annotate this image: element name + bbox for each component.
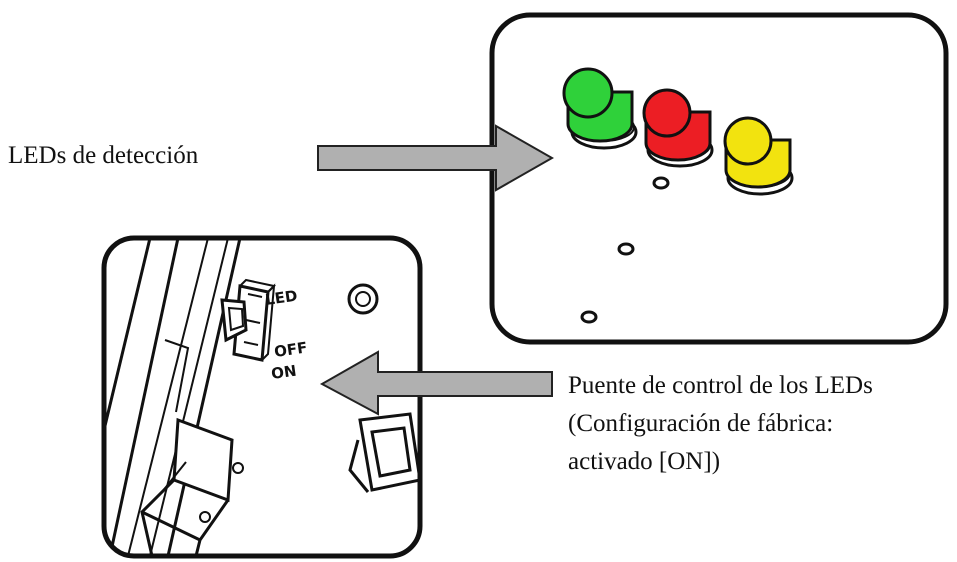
red-led bbox=[642, 88, 714, 168]
switch bbox=[140, 417, 244, 556]
green-led bbox=[562, 67, 638, 150]
jumper-panel: LED OFF ON bbox=[101, 235, 423, 559]
connector bbox=[348, 412, 420, 493]
arrow-to-leds bbox=[317, 124, 555, 192]
led-jumper bbox=[220, 278, 277, 362]
screw-hole bbox=[347, 283, 379, 315]
jumper-label-line2: (Configuración de fábrica: bbox=[568, 410, 834, 437]
jumper-marking-on: ON bbox=[270, 362, 298, 383]
yellow-led bbox=[723, 116, 794, 196]
jumper-label-line3: activado [ON]) bbox=[568, 448, 721, 475]
led-panel bbox=[489, 12, 949, 345]
panel-holes bbox=[580, 176, 670, 324]
jumper-label-line1: Puente de control de los LEDs bbox=[568, 372, 873, 399]
arrow-to-jumper bbox=[319, 350, 553, 416]
jumper-marking-off: OFF bbox=[273, 339, 308, 361]
detection-leds-label: LEDs de detección bbox=[8, 142, 199, 169]
jumper-marking-led: LED bbox=[264, 287, 298, 309]
